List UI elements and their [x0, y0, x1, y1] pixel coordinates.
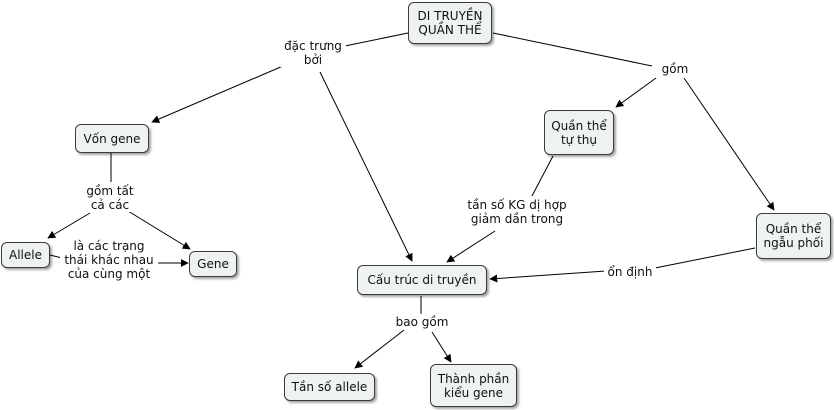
concept-gene[interactable]: Gene — [189, 251, 237, 277]
concept-di-truyen-quan-the[interactable]: DI TRUYỀN QUẦN THỂ — [408, 2, 492, 44]
concept-cau-truc-di-truyen[interactable]: Cấu trúc di truyền — [357, 265, 487, 295]
concept-von-gene[interactable]: Vốn gene — [75, 124, 149, 153]
link-label-dac-trung: đặc trưng bởi — [280, 39, 346, 67]
edge-ngauphoi-ondinh — [654, 247, 756, 269]
concept-allele[interactable]: Allele — [1, 242, 50, 268]
edge-baogom-tansoallele — [354, 329, 405, 369]
edge-gom-ngauphoi — [683, 77, 775, 211]
concept-quan-the-tu-thu[interactable]: Quần thể tự thụ — [544, 110, 614, 155]
link-label-on-dinh: ổn định — [604, 265, 656, 279]
edge-ondinh-cautruc — [489, 270, 607, 283]
link-label-la-cac: là các trạng thái khác nhau của cùng một — [60, 239, 158, 281]
edge-dactrung-cautruc — [319, 71, 413, 262]
edge-tuthu-tansokg — [531, 155, 554, 197]
link-label-gom-tat: gồm tất cả các — [80, 184, 140, 212]
edge-gomtat-allele — [47, 212, 91, 239]
link-label-bao-gom: bao gồm — [392, 315, 452, 329]
concept-quan-the-ngau-phoi[interactable]: Quần thể ngẫu phối — [756, 213, 831, 259]
edge-gom-tuthu — [615, 77, 657, 108]
concept-tan-so-allele[interactable]: Tần số allele — [284, 373, 375, 401]
edge-dactrung-vongene — [151, 65, 284, 123]
edge-root-dactrung — [344, 32, 409, 47]
edge-baogom-thanhphan — [431, 331, 452, 363]
edge-gomtat-gene — [127, 210, 191, 250]
edge-root-gom — [492, 32, 653, 67]
link-label-tan-so-kg: tần số KG dị hợp giảm dần trong — [460, 198, 574, 226]
concept-thanh-phan-kieu-gene[interactable]: Thành phần kiểu gene — [430, 364, 517, 407]
link-label-gom: gồm — [656, 62, 694, 76]
edge-tansokg-cautruc — [446, 230, 496, 263]
